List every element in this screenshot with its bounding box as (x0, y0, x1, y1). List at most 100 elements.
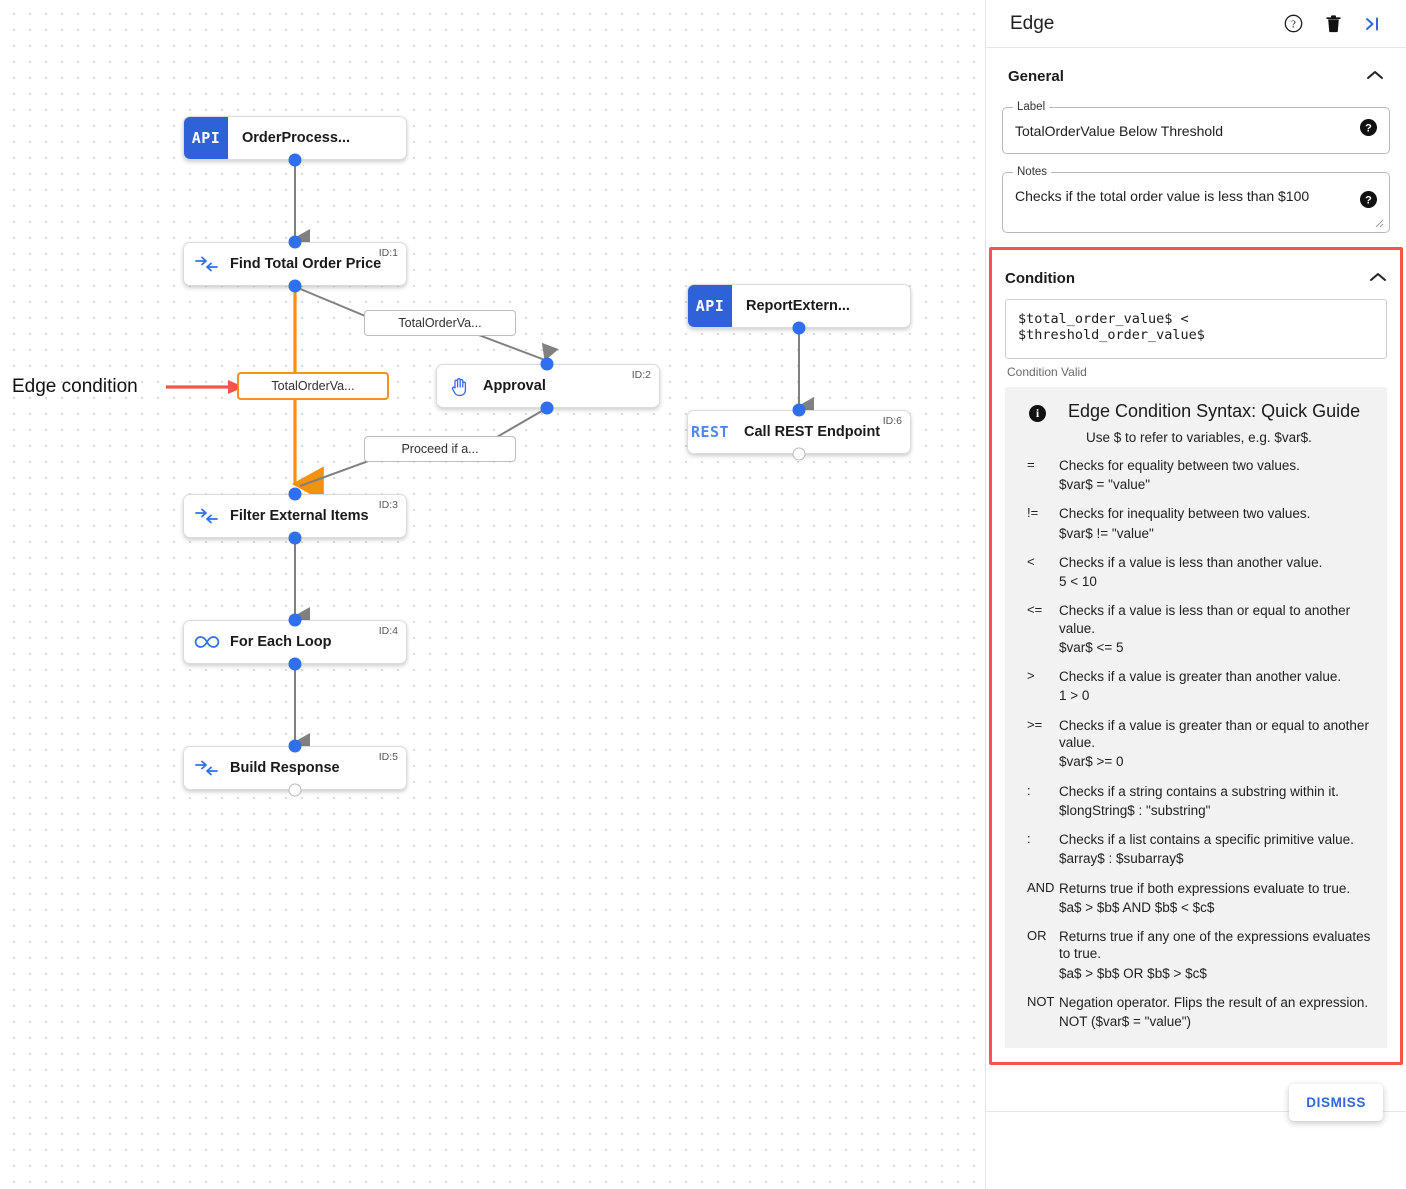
node-port-input[interactable] (540, 357, 554, 371)
node-for-each-loop[interactable]: For Each Loop ID:4 (183, 620, 407, 664)
condition-section: Condition $total_order_value$ < $thresho… (989, 246, 1403, 1066)
annotation-arrow (166, 380, 244, 394)
node-id-tag: ID:4 (378, 625, 398, 637)
dismiss-button[interactable]: DISMISS (1289, 1084, 1383, 1121)
node-id-tag: ID:5 (378, 751, 398, 763)
operator-description: Negation operator. Flips the result of a… (1059, 994, 1369, 1010)
operator-example: 5 < 10 (1059, 574, 1097, 590)
operator-example: $var$ != "value" (1059, 525, 1154, 541)
trash-icon[interactable] (1325, 14, 1342, 33)
operator-body: Checks if a value is less than or equal … (1059, 602, 1371, 656)
condition-section-title: Condition (1005, 269, 1075, 287)
notes-field-label: Notes (1013, 165, 1052, 178)
node-label: ReportExtern... (746, 298, 850, 314)
panel-header: Edge ? (986, 0, 1406, 48)
node-port-output[interactable] (792, 447, 806, 461)
api-badge: API (688, 285, 732, 327)
annotation-text: Edge condition (12, 376, 138, 397)
operator-body: Checks if a list contains a specific pri… (1059, 831, 1371, 868)
help-filled-icon[interactable]: ? (1360, 119, 1377, 141)
node-label: OrderProcess... (242, 130, 350, 146)
label-field-value[interactable]: TotalOrderValue Below Threshold (1015, 123, 1224, 139)
operator-row: =Checks for equality between two values.… (1021, 457, 1371, 494)
operator-row: : Checks if a list contains a specific pr… (1021, 831, 1371, 868)
general-section-title: General (1008, 68, 1064, 85)
notes-field[interactable]: Notes Checks if the total order value is… (1002, 165, 1390, 233)
condition-expression-input[interactable]: $total_order_value$ < $threshold_order_v… (1005, 298, 1387, 359)
node-id-tag: ID:2 (631, 369, 651, 381)
panel-footer: DISMISS (986, 1084, 1406, 1189)
operator-example: $var$ <= 5 (1059, 639, 1124, 655)
operator-symbol: <= (1027, 602, 1043, 618)
notes-field-value[interactable]: Checks if the total order value is less … (1015, 187, 1310, 204)
chevron-up-icon[interactable] (1369, 270, 1387, 287)
node-port-output[interactable] (288, 657, 302, 671)
edge-label[interactable]: Proceed if a... (364, 436, 516, 462)
node-label: Filter External Items (230, 508, 369, 524)
operator-row: : Checks if a string contains a substring… (1021, 783, 1371, 820)
node-order-process[interactable]: API OrderProcess... (183, 116, 407, 160)
operator-example: $a$ > $b$ AND $b$ < $c$ (1059, 899, 1215, 915)
operator-symbol: AND (1027, 879, 1055, 895)
textarea-resize-handle[interactable] (1375, 219, 1385, 229)
node-port-output[interactable] (792, 321, 806, 335)
flow-arrow-icon (184, 508, 230, 524)
operator-row: < Checks if a value is less than another … (1021, 554, 1371, 591)
label-field-label: Label (1013, 101, 1050, 113)
info-icon: i (1029, 404, 1046, 422)
chevron-up-icon[interactable] (1366, 68, 1384, 85)
general-section-header[interactable]: General (1002, 48, 1390, 97)
operator-body: Returns true if any one of the expressio… (1059, 928, 1371, 982)
operator-description: Returns true if any one of the expressio… (1059, 929, 1371, 962)
help-circle-icon[interactable]: ? (1284, 14, 1303, 33)
node-port-output[interactable] (288, 279, 302, 293)
flow-arrow-icon (184, 256, 230, 272)
node-port-input[interactable] (288, 235, 302, 249)
condition-syntax-guide: i Edge Condition Syntax: Quick Guide Use… (1005, 386, 1387, 1049)
operator-example: 1 > 0 (1059, 688, 1090, 704)
operator-symbol: != (1027, 505, 1039, 521)
condition-section-header[interactable]: Condition (1005, 250, 1387, 299)
operator-description: Checks if a string contains a substring … (1059, 783, 1339, 799)
node-report-external[interactable]: API ReportExtern... (687, 284, 911, 328)
node-port-input[interactable] (792, 403, 806, 417)
node-id-tag: ID:1 (378, 247, 398, 259)
flow-arrow-icon (184, 760, 230, 776)
operator-symbol: : (1027, 782, 1031, 798)
node-label: Build Response (230, 760, 340, 776)
operator-row: OR Returns true if any one of the express… (1021, 928, 1371, 982)
edge-label[interactable]: TotalOrderVa... (364, 310, 516, 336)
node-port-output[interactable] (288, 153, 302, 167)
operator-symbol: OR (1027, 928, 1047, 944)
operator-description: Checks if a value is less than or equal … (1059, 603, 1351, 636)
workflow-canvas[interactable]: API OrderProcess... Find Total Order Pri… (0, 0, 985, 1189)
operator-description: Checks for inequality between two values… (1059, 506, 1311, 522)
operator-body: Checks for equality between two values.$… (1059, 457, 1371, 494)
operator-description: Checks for equality between two values. (1059, 457, 1300, 473)
operator-example: NOT ($var$ = "value") (1059, 1014, 1192, 1030)
operator-description: Checks if a value is less than another v… (1059, 554, 1323, 570)
operator-body: Checks if a value is less than another v… (1059, 554, 1371, 591)
operator-body: Checks if a string contains a substring … (1059, 783, 1371, 820)
node-port-input[interactable] (288, 487, 302, 501)
node-label: Find Total Order Price (230, 256, 382, 272)
node-label: Approval (483, 378, 546, 394)
operator-example: $a$ > $b$ OR $b$ > $c$ (1059, 965, 1207, 981)
node-port-output[interactable] (288, 531, 302, 545)
edge-label-selected[interactable]: TotalOrderVa... (237, 372, 389, 400)
operator-symbol: < (1027, 553, 1035, 569)
operator-symbol: : (1027, 831, 1031, 847)
node-port-input[interactable] (288, 613, 302, 627)
label-field[interactable]: Label TotalOrderValue Below Threshold ? (1002, 101, 1390, 154)
node-port-input[interactable] (288, 739, 302, 753)
node-port-output[interactable] (288, 783, 302, 797)
collapse-panel-icon[interactable] (1364, 15, 1384, 33)
help-filled-icon[interactable]: ? (1360, 191, 1377, 213)
node-port-output[interactable] (540, 401, 554, 415)
operator-body: Returns true if both expressions evaluat… (1059, 880, 1371, 917)
operator-description: Checks if a value is greater than anothe… (1059, 669, 1342, 685)
operator-body: Checks if a value is greater than or equ… (1059, 717, 1371, 771)
guide-title: Edge Condition Syntax: Quick Guide (1068, 400, 1361, 421)
